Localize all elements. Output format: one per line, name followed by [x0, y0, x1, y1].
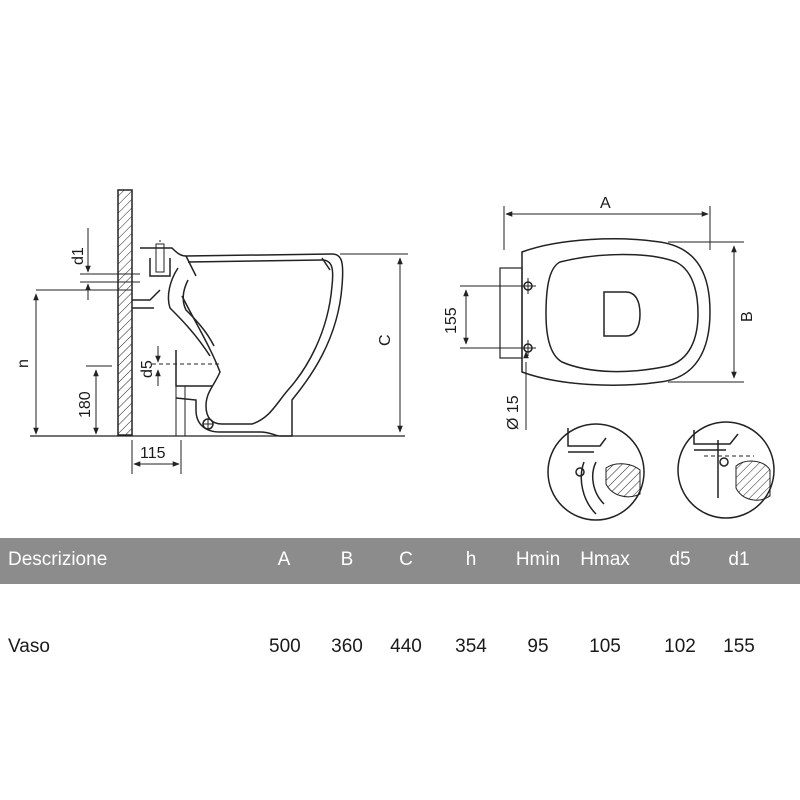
wall-hatch: [117, 189, 133, 436]
label-n: n: [15, 359, 32, 368]
header-d1: d1: [728, 549, 750, 570]
header-hmin: Hmin: [515, 549, 561, 570]
label-hole-diameter: Ø 15: [505, 395, 522, 430]
technical-drawing: d1 n 180 d5 115 C A B: [15, 189, 775, 521]
cell-b: 360: [331, 636, 363, 657]
specification-table: Descrizione A B C h Hmin Hmax d5 d1 Vaso…: [0, 538, 800, 657]
header-b: B: [340, 549, 354, 570]
label-d5: d5: [139, 360, 156, 378]
label-155: 155: [443, 307, 460, 334]
rim-detail: [149, 255, 331, 277]
label-b: B: [739, 311, 756, 322]
cell-a: 500: [269, 636, 301, 657]
drain-outline: [603, 291, 641, 337]
mounting-plate: [499, 267, 523, 359]
label-a: A: [600, 195, 611, 212]
detail-outlet-horizontal: [547, 423, 645, 521]
cell-d5: 102: [664, 636, 696, 657]
label-115: 115: [140, 445, 166, 462]
header-hmax: Hmax: [580, 549, 630, 570]
header-descrizione: Descrizione: [8, 549, 108, 570]
bowl-opening: [545, 253, 699, 373]
cell-hmax: 105: [589, 636, 621, 657]
siphon: [167, 267, 215, 357]
cell-descrizione: Vaso: [8, 636, 50, 657]
side-view: [30, 189, 408, 474]
cell-c: 440: [390, 636, 422, 657]
detail-outlet-vertical: [677, 421, 775, 519]
seat-outer: [521, 238, 711, 386]
inlet-connector: [155, 243, 165, 273]
header-d5: d5: [669, 549, 691, 570]
label-180: 180: [77, 391, 94, 418]
label-c: C: [377, 334, 394, 346]
cell-d1: 155: [723, 636, 755, 657]
label-d1: d1: [70, 247, 87, 265]
header-a: A: [277, 549, 291, 570]
top-view: [460, 206, 744, 430]
cell-h: 354: [455, 636, 487, 657]
bowl-outline: [140, 247, 344, 437]
cell-hmin: 95: [527, 636, 549, 657]
bowl-inner: [181, 259, 334, 425]
table-header: Descrizione A B C h Hmin Hmax d5 d1: [0, 538, 800, 584]
table-row: Vaso 500 360 440 354 95 105 102 155: [0, 584, 800, 657]
header-c: C: [399, 549, 413, 570]
header-h: h: [465, 549, 477, 570]
